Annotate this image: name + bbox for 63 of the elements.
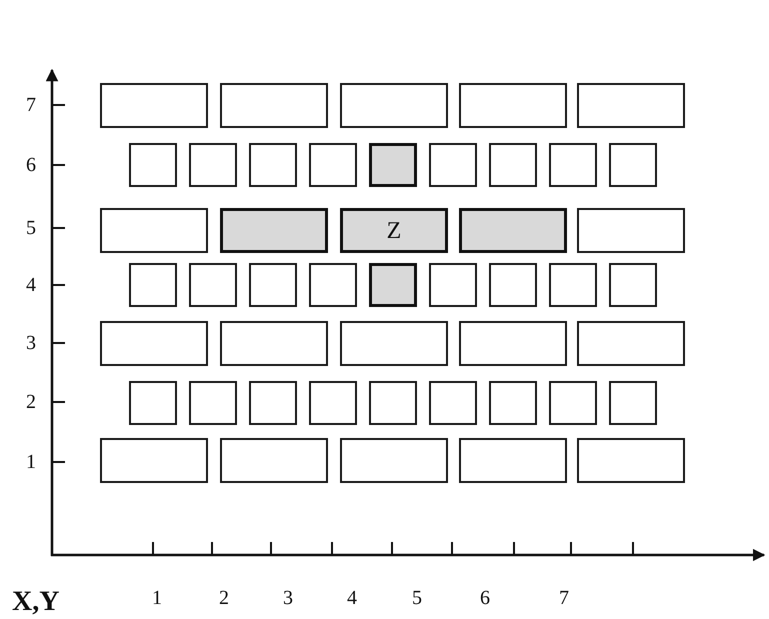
brick-box [189, 143, 237, 187]
tick-label: 4 [347, 588, 357, 608]
brick-box [220, 438, 328, 483]
brick-label: Z [386, 218, 402, 242]
tick-label: 6 [480, 588, 490, 608]
tick-label: 7 [26, 95, 36, 115]
brick-box [129, 263, 177, 307]
tick-label: 2 [26, 392, 36, 412]
brick-box [129, 143, 177, 187]
brick-box [100, 208, 208, 253]
brick-box [220, 321, 328, 366]
brick-box [609, 381, 657, 425]
brick-box [429, 143, 477, 187]
axis-title: X,Y [12, 588, 60, 616]
brick-box [577, 321, 685, 366]
brick-box [609, 263, 657, 307]
brick-box [189, 263, 237, 307]
brick-box [459, 438, 567, 483]
tick-label: 5 [412, 588, 422, 608]
brick-box [309, 263, 357, 307]
brick-box [549, 381, 597, 425]
brick-box [459, 83, 567, 128]
tick-label: 7 [559, 588, 569, 608]
brick-box [577, 83, 685, 128]
brick-box [220, 208, 328, 253]
brick-box [369, 263, 417, 307]
tick-label: 3 [283, 588, 293, 608]
brick-box [100, 438, 208, 483]
tick-label: 4 [26, 275, 36, 295]
brick-box [489, 381, 537, 425]
brick-box [309, 143, 357, 187]
brick-box [249, 381, 297, 425]
brick-box [459, 208, 567, 253]
tick-label: 3 [26, 333, 36, 353]
brick-box [309, 381, 357, 425]
tick-label: 1 [152, 588, 162, 608]
brick-box [340, 83, 448, 128]
brick-box [220, 83, 328, 128]
brick-box [429, 381, 477, 425]
brick-box [369, 143, 417, 187]
brick-box [489, 143, 537, 187]
brick-box [189, 381, 237, 425]
brick-box [549, 143, 597, 187]
brick-box [577, 438, 685, 483]
tick-label: 5 [26, 218, 36, 238]
brick-box [577, 208, 685, 253]
brick-box [459, 321, 567, 366]
brick-box [249, 143, 297, 187]
brick-box [369, 381, 417, 425]
brick-box [129, 381, 177, 425]
brick-box [549, 263, 597, 307]
tick-label: 1 [26, 452, 36, 472]
brick-box [100, 321, 208, 366]
brick-box [340, 321, 448, 366]
tick-label: 6 [26, 155, 36, 175]
brick-box [100, 83, 208, 128]
highlighted-brick [340, 208, 448, 253]
brick-box [429, 263, 477, 307]
brick-box [609, 143, 657, 187]
tick-label: 2 [219, 588, 229, 608]
brick-box [249, 263, 297, 307]
brick-box [340, 438, 448, 483]
brick-box [489, 263, 537, 307]
